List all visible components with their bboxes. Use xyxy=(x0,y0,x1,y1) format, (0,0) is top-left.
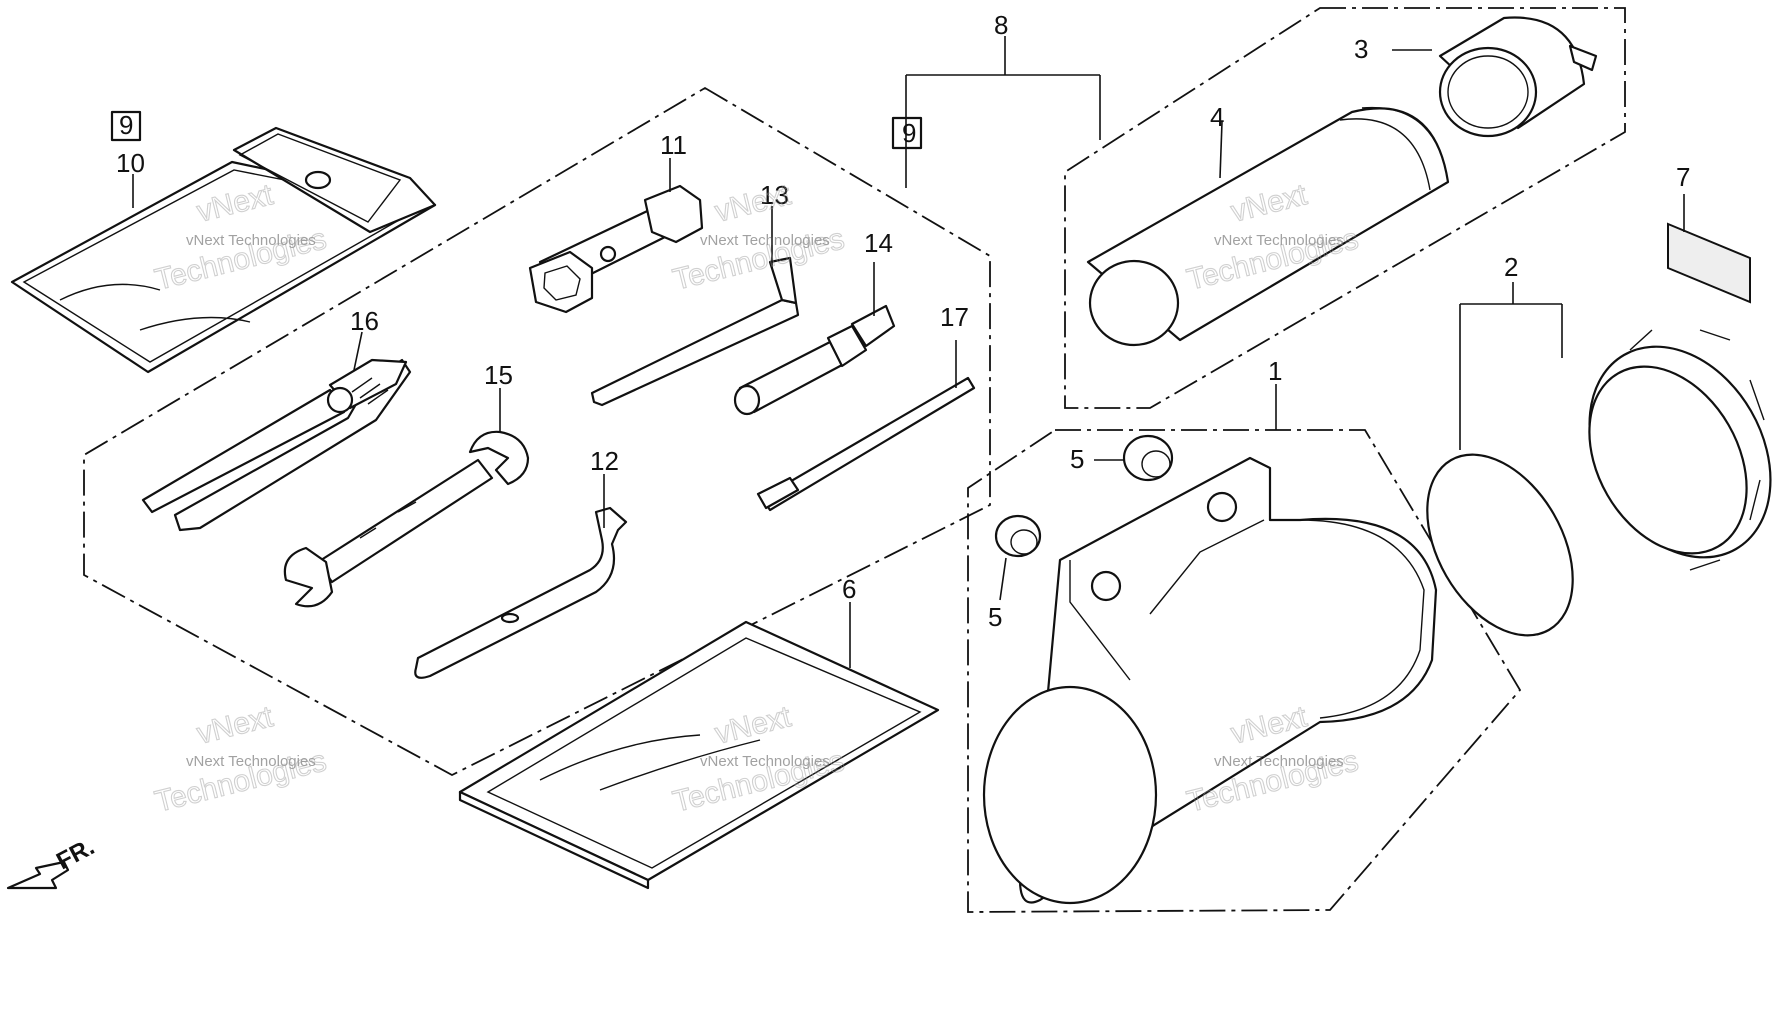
gasket-drawing xyxy=(1426,453,1574,637)
callout-9-right: 9 xyxy=(902,118,916,148)
grommet-lower-drawing xyxy=(994,514,1042,558)
callout-2: 2 xyxy=(1504,252,1518,282)
screwdriver-handle-drawing xyxy=(733,304,896,416)
svg-text:vNext Technologies: vNext Technologies xyxy=(1214,232,1344,249)
svg-text:vNext Technologies: vNext Technologies xyxy=(700,232,830,249)
tool-case-group-outline xyxy=(1064,7,1626,409)
tube-body-drawing xyxy=(982,456,1438,905)
callout-10: 10 xyxy=(116,148,145,178)
callout-9-box-left xyxy=(110,110,142,142)
manual-drawing xyxy=(458,620,940,890)
svg-text:vNext Technologies: vNext Technologies xyxy=(700,753,830,770)
tool-case-drawing xyxy=(1086,106,1450,347)
callout-17: 17 xyxy=(940,302,969,332)
bracket-2 xyxy=(1459,282,1563,450)
callout-9-box-right xyxy=(891,116,923,150)
front-direction-arrow: FR. xyxy=(6,833,99,890)
screwdriver-drawing xyxy=(756,376,976,512)
clamp-band-drawing xyxy=(1588,329,1772,571)
callout-14: 14 xyxy=(864,228,893,258)
pliers-drawing xyxy=(141,358,412,532)
tube-assembly-group-outline xyxy=(967,429,1522,913)
callout-5-upper: 5 xyxy=(1070,444,1084,474)
grommet-upper-drawing xyxy=(1122,434,1174,482)
leader-lines xyxy=(132,49,1685,668)
callout-12: 12 xyxy=(590,446,619,476)
callout-4: 4 xyxy=(1210,102,1224,132)
pin-spanner-drawing xyxy=(414,506,628,679)
tool-bag-drawing xyxy=(10,126,437,374)
hex-key-drawing xyxy=(590,256,800,407)
callout-numbers: 9 10 9 8 11 13 14 16 15 17 12 6 4 3 7 2 … xyxy=(116,10,1690,632)
svg-text:vNext: vNext xyxy=(712,178,795,229)
callout-16: 16 xyxy=(350,306,379,336)
caution-label-drawing xyxy=(1667,222,1751,304)
callout-15: 15 xyxy=(484,360,513,390)
svg-text:vNext: vNext xyxy=(194,700,277,751)
callout-8: 8 xyxy=(994,10,1008,40)
callout-6: 6 xyxy=(842,574,856,604)
callout-3: 3 xyxy=(1354,34,1368,64)
watermark-top-center: vNext vNext Technologies Technologies xyxy=(669,178,848,298)
callout-7: 7 xyxy=(1676,162,1690,192)
bracket-8 xyxy=(905,36,1101,188)
callout-1: 1 xyxy=(1268,356,1282,386)
watermark-bottom-left: vNext vNext Technologies Technologies xyxy=(151,700,330,820)
svg-text:vNext Technologies: vNext Technologies xyxy=(186,232,316,249)
open-end-wrench-drawing xyxy=(283,430,530,608)
callout-11: 11 xyxy=(660,130,687,160)
box-wrench-drawing xyxy=(528,184,704,314)
tool-case-cap-drawing xyxy=(1438,16,1598,138)
svg-text:vNext Technologies: vNext Technologies xyxy=(186,753,316,770)
callout-5-lower: 5 xyxy=(988,602,1002,632)
callout-9-left: 9 xyxy=(119,110,133,140)
tool-kit-group-outline xyxy=(83,86,991,777)
svg-text:vNext Technologies: vNext Technologies xyxy=(1214,753,1344,770)
callout-13: 13 xyxy=(760,180,789,210)
